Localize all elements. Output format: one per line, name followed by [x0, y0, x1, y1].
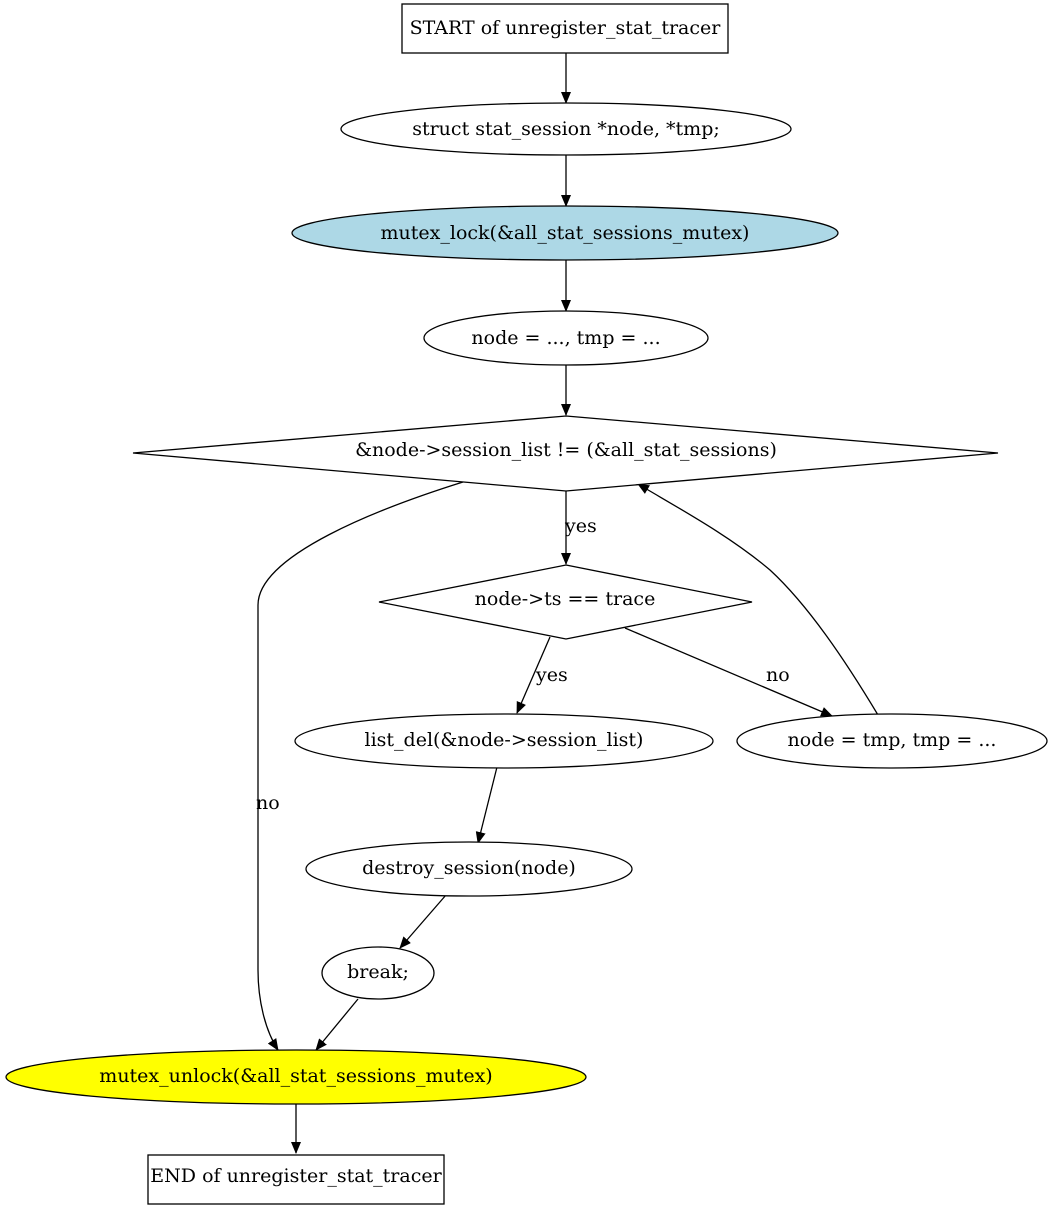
node-ts-condition: node->ts == trace: [378, 564, 753, 640]
edge-tscond-advance: [624, 627, 833, 717]
node-init: node = ..., tmp = ...: [423, 310, 709, 366]
edge-label-ts-yes: yes: [535, 664, 568, 686]
node-advance: node = tmp, tmp = ...: [736, 713, 1048, 769]
node-start: START of unregister_stat_tracer: [401, 3, 729, 54]
edge-advance-loopcond: [637, 483, 879, 716]
node-destroy-session: destroy_session(node): [305, 841, 633, 897]
edge-destroy-break: [399, 894, 447, 949]
node-break: break;: [321, 946, 435, 1000]
edge-label-loop-no: no: [256, 792, 280, 814]
edge-label-ts-no: no: [766, 664, 790, 686]
edge-tscond-listdel: [516, 636, 551, 714]
node-declaration-label: struct stat_session *node, *tmp;: [412, 118, 720, 140]
node-end: END of unregister_stat_tracer: [147, 1154, 445, 1205]
node-mutex-unlock-label: mutex_unlock(&all_stat_sessions_mutex): [99, 1065, 492, 1087]
edge-label-loop-yes: yes: [564, 515, 597, 537]
node-ts-condition-label: node->ts == trace: [475, 588, 656, 610]
node-list-del: list_del(&node->session_list): [294, 713, 714, 769]
edge-loopcond-unlock: [257, 481, 464, 1051]
node-loop-condition: &node->session_list != (&all_stat_sessio…: [132, 415, 999, 492]
node-list-del-label: list_del(&node->session_list): [365, 729, 644, 751]
node-advance-label: node = tmp, tmp = ...: [788, 729, 997, 751]
node-break-label: break;: [347, 961, 409, 983]
node-mutex-unlock: mutex_unlock(&all_stat_sessions_mutex): [5, 1049, 587, 1105]
edge-break-unlock: [315, 998, 359, 1051]
node-start-label: START of unregister_stat_tracer: [410, 17, 722, 39]
node-end-label: END of unregister_stat_tracer: [150, 1165, 442, 1187]
node-mutex-lock-label: mutex_lock(&all_stat_sessions_mutex): [381, 222, 750, 244]
edge-listdel-destroy: [475, 766, 498, 844]
node-destroy-session-label: destroy_session(node): [362, 857, 576, 879]
node-declaration: struct stat_session *node, *tmp;: [340, 102, 792, 156]
node-loop-condition-label: &node->session_list != (&all_stat_sessio…: [355, 439, 777, 461]
node-init-label: node = ..., tmp = ...: [471, 327, 660, 349]
edges: [257, 53, 879, 1154]
node-mutex-lock: mutex_lock(&all_stat_sessions_mutex): [291, 205, 839, 261]
